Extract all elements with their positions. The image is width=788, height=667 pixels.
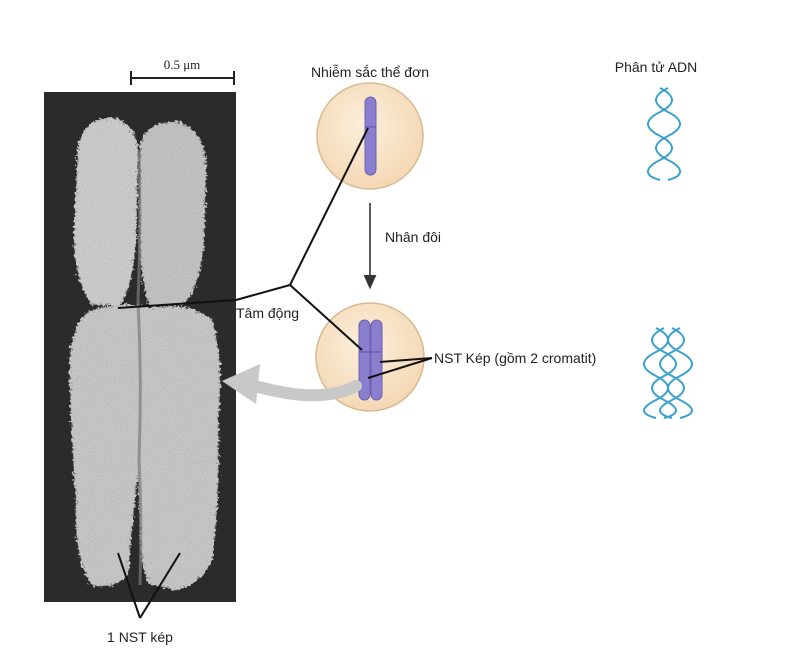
- chromatid-right: [370, 319, 383, 401]
- caption-pointer: [117, 552, 181, 619]
- nucleus-double: [315, 302, 425, 412]
- duplication-label: Nhân đôi: [385, 229, 441, 245]
- curved-arrow: [222, 364, 362, 404]
- centromere-label: Tâm động: [236, 305, 299, 321]
- dna-molecule-label: Phân tử ADN: [615, 59, 698, 75]
- centromere-pointer: [117, 127, 369, 351]
- nucleus-single: [316, 82, 424, 190]
- dna-helix-single: [647, 87, 681, 181]
- single-chromatid: [364, 96, 377, 176]
- scale-bar: 0.5 μm: [130, 57, 235, 85]
- single-chromosome-label: Nhiễm sắc thể đơn: [311, 64, 429, 80]
- micrograph: [44, 92, 236, 602]
- dna-helix-double: [643, 327, 693, 419]
- double-chromosome-label: NST Kép (gồm 2 cromatit): [434, 350, 596, 366]
- double-chromosome-pointer: [367, 357, 433, 379]
- scale-bar-label: 0.5 μm: [164, 57, 201, 72]
- chromatid-left: [358, 319, 371, 401]
- micrograph-caption: 1 NST kép: [107, 629, 173, 645]
